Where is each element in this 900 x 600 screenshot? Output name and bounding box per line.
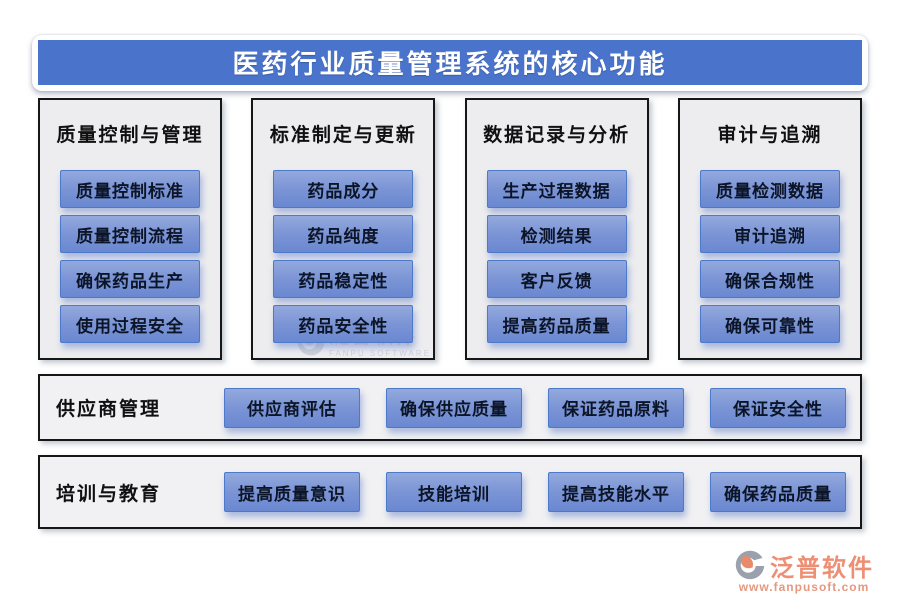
feature-button[interactable]: 确保药品生产 [60, 260, 200, 298]
feature-button[interactable]: 药品安全性 [273, 305, 414, 343]
feature-button[interactable]: 供应商评估 [224, 387, 360, 428]
page-title: 医药行业质量管理系统的核心功能 [232, 49, 668, 79]
feature-button[interactable]: 使用过程安全 [60, 305, 200, 343]
column-data-analysis: 数据记录与分析 生产过程数据 检测结果 客户反馈 提高药品质量 [464, 98, 649, 360]
feature-button[interactable]: 确保合规性 [699, 260, 840, 298]
logo-brand: 泛普软件 [770, 555, 874, 582]
band-supplier-management: 供应商管理 供应商评估 确保供应质量 保证药品原料 保证安全性 [38, 374, 862, 441]
feature-button[interactable]: 生产过程数据 [486, 170, 627, 208]
column-header: 审计与追溯 [717, 125, 823, 146]
feature-button[interactable]: 技能培训 [386, 472, 522, 512]
title-bar: 医药行业质量管理系统的核心功能 [38, 40, 862, 85]
column-header: 质量控制与管理 [56, 125, 204, 146]
feature-button[interactable]: 质量控制流程 [60, 215, 200, 253]
fanpu-logo-row: 泛普软件 [734, 548, 874, 583]
feature-button[interactable]: 药品稳定性 [273, 260, 414, 298]
title-banner: 医药行业质量管理系统的核心功能 [32, 35, 868, 91]
band-label: 供应商管理 [56, 399, 162, 420]
feature-columns: 质量控制与管理 质量控制标准 质量控制流程 确保药品生产 使用过程安全 标准制定… [38, 98, 862, 360]
feature-button[interactable]: 确保药品质量 [710, 472, 846, 512]
feature-button[interactable]: 确保供应质量 [386, 387, 522, 428]
feature-button[interactable]: 审计追溯 [699, 215, 840, 253]
fanpu-logo-icon [735, 550, 765, 579]
feature-button[interactable]: 保证药品原料 [548, 387, 684, 428]
feature-button[interactable]: 提高技能水平 [548, 472, 684, 512]
column-quality-control: 质量控制与管理 质量控制标准 质量控制流程 确保药品生产 使用过程安全 [38, 98, 222, 360]
feature-button[interactable]: 提高药品质量 [486, 305, 627, 343]
feature-button[interactable]: 保证安全性 [710, 387, 846, 428]
feature-button[interactable]: 质量检测数据 [699, 170, 840, 208]
feature-button[interactable]: 确保可靠性 [699, 305, 840, 343]
feature-button[interactable]: 药品纯度 [273, 215, 414, 253]
column-audit-trace: 审计与追溯 质量检测数据 审计追溯 确保合规性 确保可靠性 [677, 98, 862, 360]
feature-button[interactable]: 质量控制标准 [60, 170, 200, 208]
fanpu-logo: 泛普软件 www.fanpusoft.com [734, 548, 874, 594]
column-header: 标准制定与更新 [269, 125, 417, 146]
column-standards: 标准制定与更新 药品成分 药品纯度 药品稳定性 药品安全性 [251, 98, 436, 360]
band-buttons: 供应商评估 确保供应质量 保证药品原料 保证安全性 [216, 387, 846, 428]
column-header: 数据记录与分析 [483, 125, 631, 146]
feature-button[interactable]: 提高质量意识 [224, 472, 360, 512]
band-buttons: 提高质量意识 技能培训 提高技能水平 确保药品质量 [216, 472, 846, 512]
feature-button[interactable]: 检测结果 [486, 215, 627, 253]
watermark-subtitle: FANPU SOFTWARE [329, 349, 431, 358]
band-training-education: 培训与教育 提高质量意识 技能培训 提高技能水平 确保药品质量 [38, 455, 862, 529]
logo-url: www.fanpusoft.com [738, 580, 870, 594]
feature-button[interactable]: 药品成分 [273, 170, 414, 208]
feature-button[interactable]: 客户反馈 [486, 260, 627, 298]
band-label: 培训与教育 [56, 483, 162, 505]
